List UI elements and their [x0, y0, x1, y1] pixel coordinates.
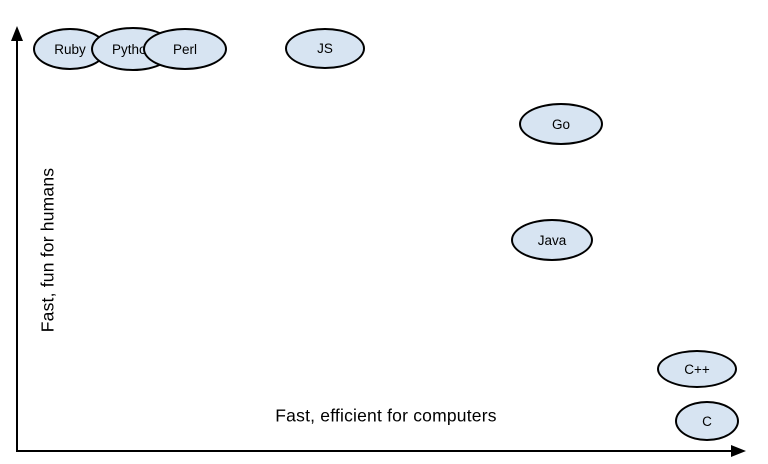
bubble-java: Java [511, 219, 593, 261]
y-axis-label: Fast, fun for humans [37, 167, 58, 333]
bubble-c: C [675, 401, 739, 441]
bubble-perl: Perl [143, 28, 227, 70]
bubble-js: JS [285, 27, 365, 69]
y-axis [16, 36, 18, 452]
bubble-c: C++ [657, 350, 737, 388]
x-axis-label: Fast, efficient for computers [275, 405, 497, 426]
x-axis-arrowhead-icon [731, 445, 746, 457]
bubble-go: Go [519, 103, 603, 145]
y-axis-arrowhead-icon [11, 26, 23, 41]
x-axis [16, 450, 734, 452]
